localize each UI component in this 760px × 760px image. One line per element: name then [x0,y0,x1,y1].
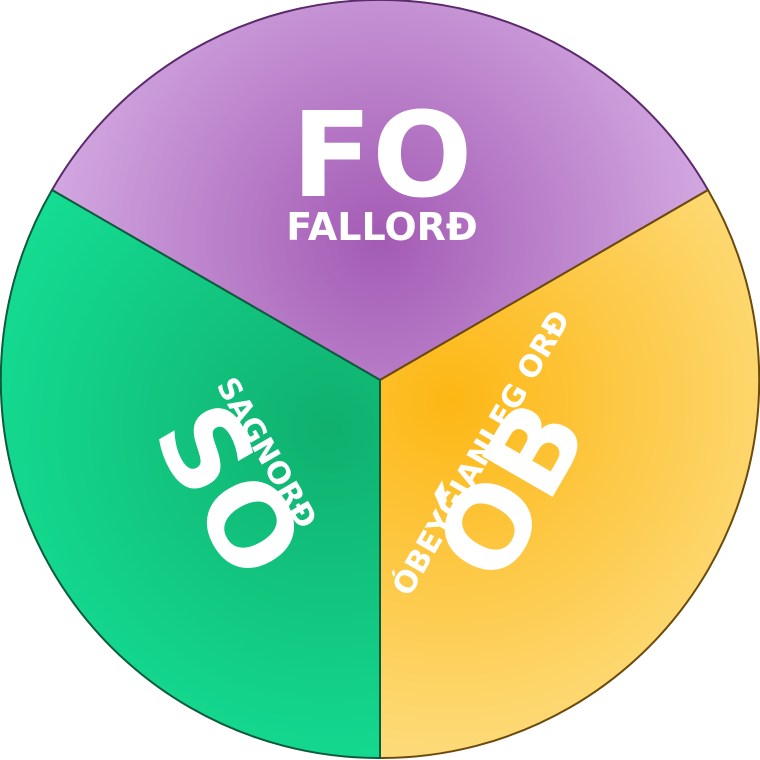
segment-sagnord[interactable]: SO SAGNORÐ [0,188,381,760]
segment-sagnord-shape [0,188,381,760]
segment-fallord-label: FALLORÐ [286,205,477,249]
segment-obeygjanleg-ord[interactable]: ÓB ÓBEYGJANLEG ORÐ [379,188,760,760]
segment-fallord-abbr: FO [292,86,473,224]
segment-obeygjanleg-ord-shape [379,188,760,760]
